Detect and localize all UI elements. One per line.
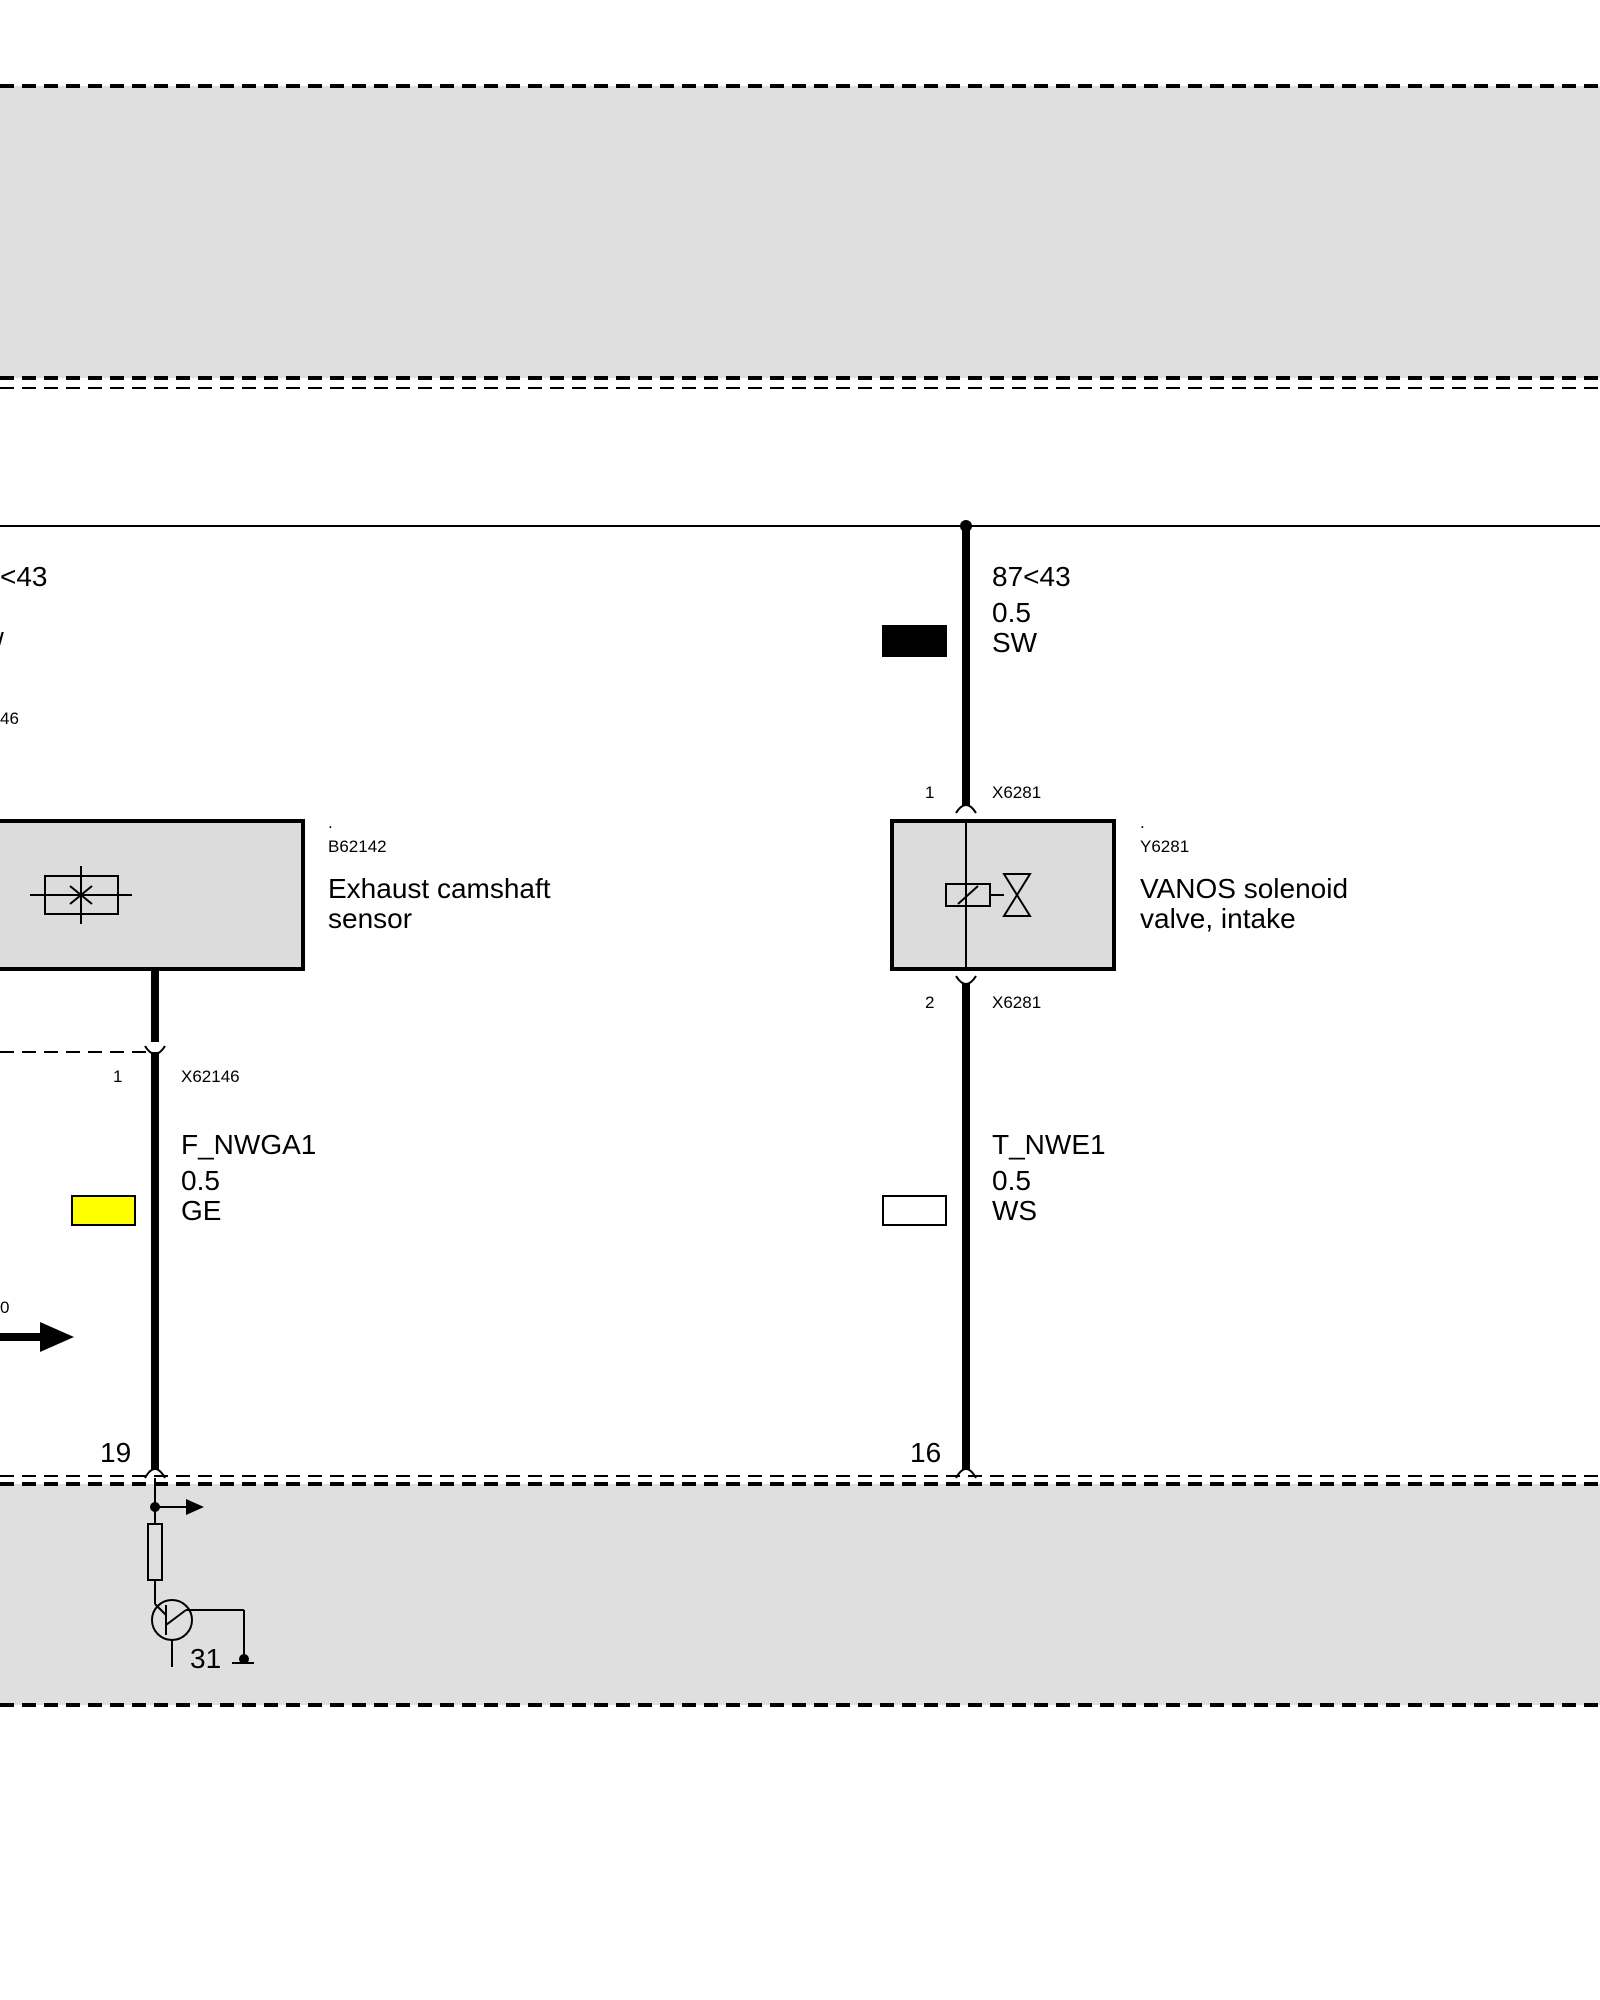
top-module-box — [0, 86, 1600, 378]
right-bottom-connector-id: X6281 — [992, 993, 1041, 1012]
left-connector-pin: 1 — [113, 1067, 122, 1086]
right-wire-color-swatch — [882, 1195, 947, 1226]
valve-dot: . — [1140, 813, 1145, 832]
right-wire-gauge: 0.5 — [992, 1165, 1031, 1196]
right-top-connector-symbol — [955, 804, 977, 814]
right-top-connector-pin: 1 — [925, 783, 934, 802]
sensor-symbol-icon — [30, 866, 132, 924]
bottom-module-box — [0, 1484, 1600, 1705]
sensor-name-line1: Exhaust camshaft — [328, 873, 551, 904]
right-wire-name: T_NWE1 — [992, 1129, 1106, 1160]
left-wire-name-fragment: <43 — [0, 561, 48, 592]
left-module-pin: 19 — [100, 1437, 131, 1468]
right-bottom-connector-symbol — [955, 975, 977, 985]
left-arrow-label-fragment: 0 — [0, 1298, 9, 1317]
left-wire-color: GE — [181, 1195, 221, 1226]
valve-name-line2: valve, intake — [1140, 903, 1296, 934]
left-connector-fragment: 46 — [0, 709, 19, 728]
left-wire-gauge: 0.5 — [181, 1165, 220, 1196]
right-top-wire-color: SW — [992, 627, 1038, 658]
left-arrow-icon — [0, 1322, 74, 1352]
right-module-pin: 16 — [910, 1437, 941, 1468]
sensor-name-line2: sensor — [328, 903, 412, 934]
right-top-wire-name: 87<43 — [992, 561, 1071, 592]
left-wire-color-fragment: / — [0, 627, 4, 658]
right-top-wire-gauge: 0.5 — [992, 597, 1031, 628]
left-wire-name: F_NWGA1 — [181, 1129, 316, 1160]
left-module-entry-symbol — [144, 1468, 166, 1479]
left-connector-id: X62146 — [181, 1067, 240, 1086]
right-bottom-connector-pin: 2 — [925, 993, 934, 1012]
left-wire-color-swatch — [71, 1195, 136, 1226]
right-wire-color: WS — [992, 1195, 1037, 1226]
solenoid-valve-symbol-icon — [945, 821, 1032, 969]
ground-label: 31 — [190, 1643, 221, 1674]
right-top-connector-id: X6281 — [992, 783, 1041, 802]
right-module-entry-symbol — [955, 1468, 977, 1479]
valve-id: Y6281 — [1140, 837, 1189, 856]
internal-circuit-icon — [147, 1478, 254, 1667]
sensor-dot: . — [328, 813, 333, 832]
valve-name-line1: VANOS solenoid — [1140, 873, 1348, 904]
sensor-id: B62142 — [328, 837, 387, 856]
vanos-solenoid-valve-box — [890, 819, 1116, 971]
right-top-wire-color-swatch — [882, 625, 947, 657]
